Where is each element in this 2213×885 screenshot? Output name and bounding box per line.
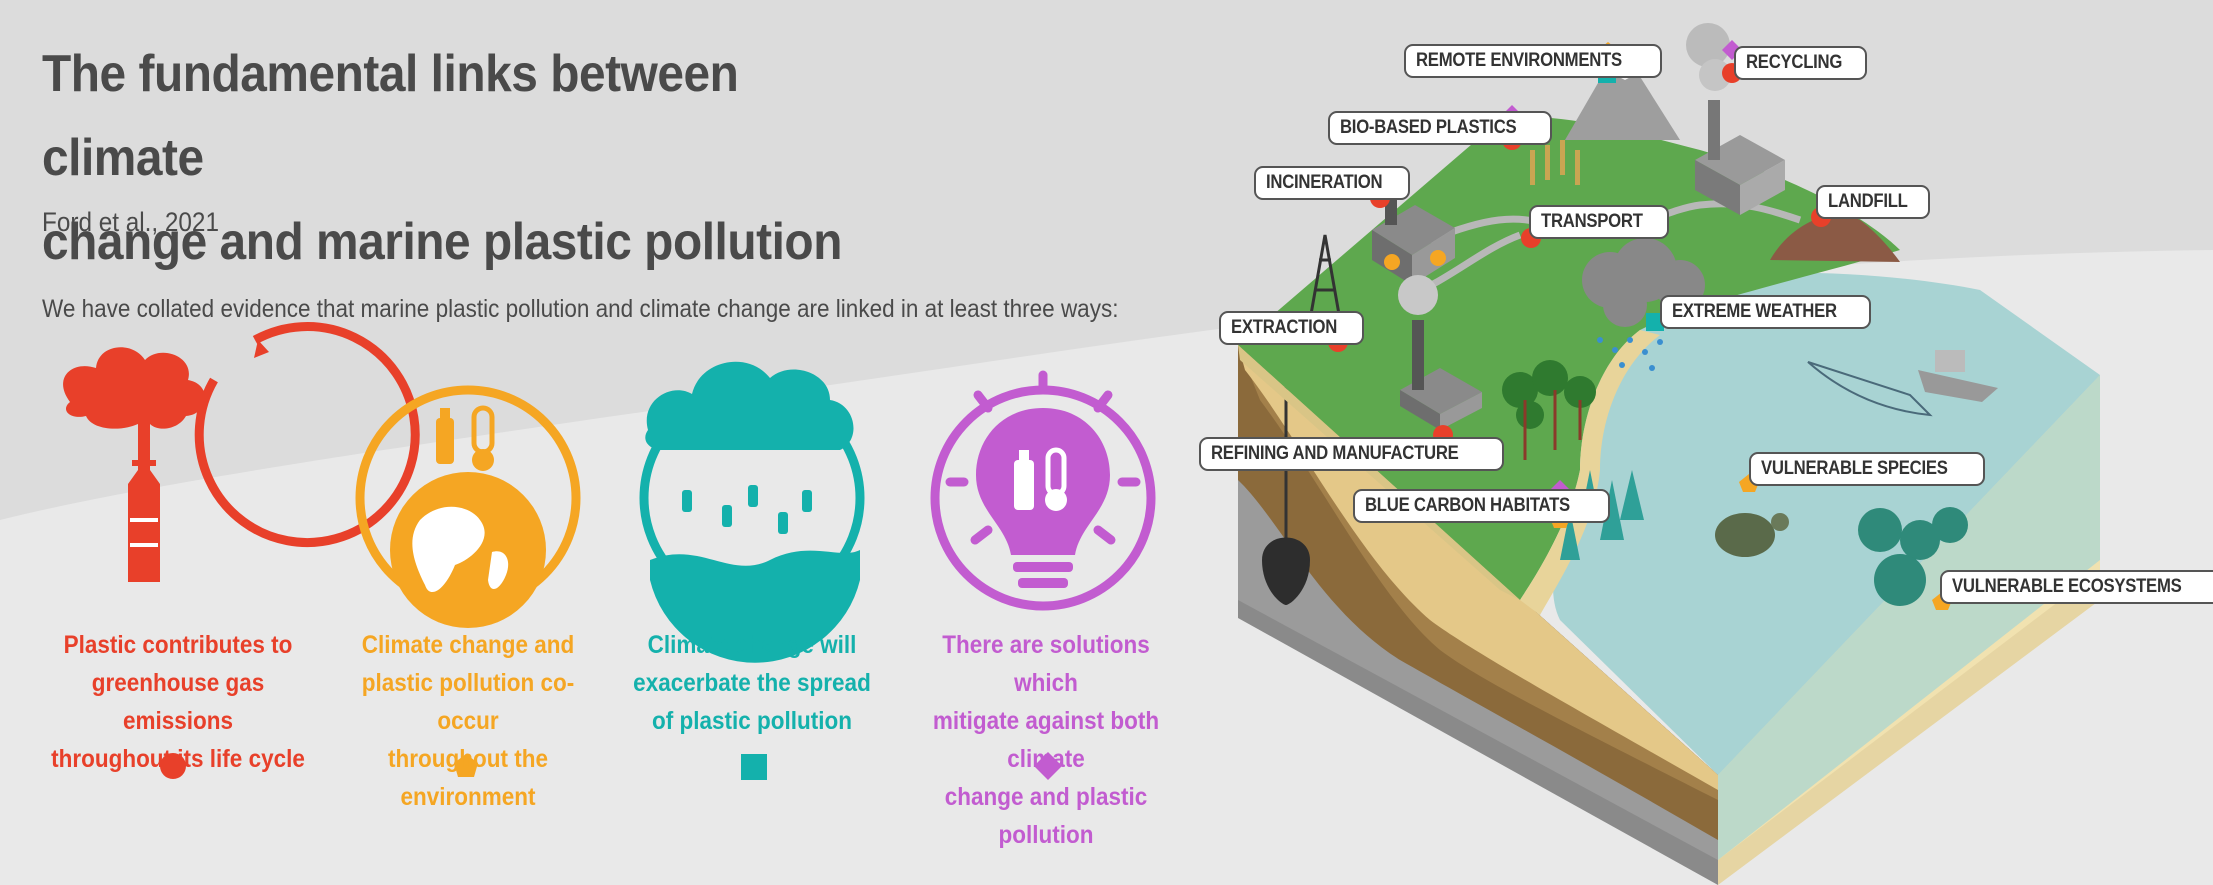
label-bio-based-plastics: BIO-BASED PLASTICS — [1328, 111, 1553, 145]
plastic-emissions-icon — [63, 322, 420, 582]
label-vulnerable-ecosystems: VULNERABLE ECOSYSTEMS — [1940, 570, 2213, 604]
label-extreme-weather: EXTREME WEATHER — [1660, 295, 1872, 329]
label-landfill: LANDFILL — [1816, 185, 1931, 219]
intro-text: We have collated evidence that marine pl… — [42, 295, 1119, 323]
incineration-factory — [1372, 170, 1455, 285]
label-blue-carbon-habitats: BLUE CARBON HABITATS — [1353, 489, 1610, 523]
solutions-lightbulb-icon — [930, 370, 1156, 611]
recycling-factory — [1686, 23, 1785, 215]
rain-plastic-icon — [639, 361, 865, 663]
refining-factory — [1398, 275, 1482, 430]
citation: Ford et al., 2021 — [42, 207, 219, 237]
label-refining-and-manufacture: REFINING AND MANUFACTURE — [1199, 437, 1505, 471]
label-remote-environments: REMOTE ENVIRONMENTS — [1404, 44, 1662, 78]
page-title: The fundamental links between climate ch… — [42, 45, 842, 271]
label-extraction: EXTRACTION — [1219, 311, 1364, 345]
label-recycling: RECYCLING — [1734, 46, 1868, 80]
earth-thermometer-icon — [355, 385, 581, 628]
label-vulnerable-species: VULNERABLE SPECIES — [1749, 452, 1986, 486]
marker-square — [741, 754, 767, 780]
label-transport: TRANSPORT — [1529, 205, 1669, 239]
label-incineration: INCINERATION — [1254, 166, 1411, 200]
marker-diamond — [1034, 752, 1062, 780]
marker-pentagon — [454, 754, 478, 777]
marker-circle — [160, 753, 186, 779]
